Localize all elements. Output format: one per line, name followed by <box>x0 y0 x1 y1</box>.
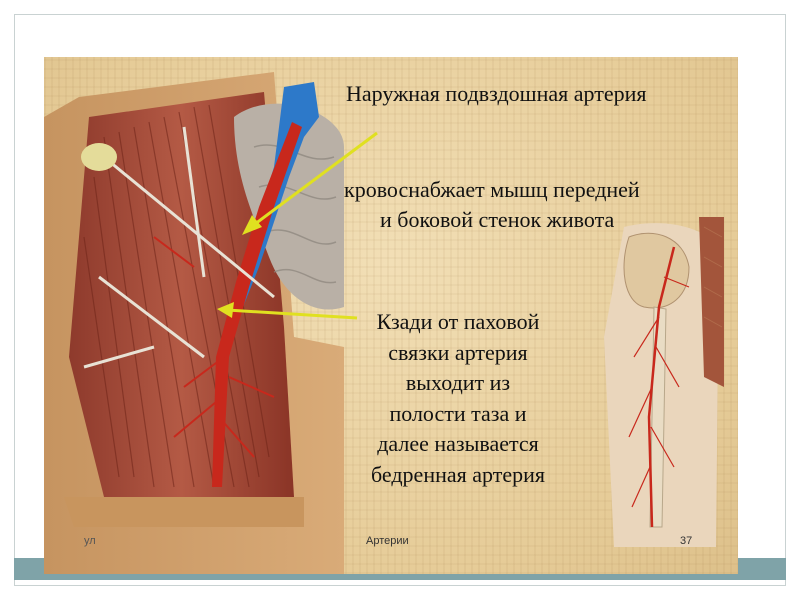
lower-line-3: выходит из <box>405 370 511 395</box>
arrow-to-artery-lower <box>217 302 358 320</box>
lower-line-1: Кзади от паховой <box>376 309 540 334</box>
lower-line-6: бедренная артерия <box>370 461 545 487</box>
footer-section-label: Артерии <box>366 535 409 547</box>
arrow-to-artery-upper <box>242 131 378 235</box>
leg-artery-illustration <box>604 217 724 547</box>
lower-line-5: далее называется <box>377 431 539 456</box>
slide: Наружная подвздошная артерия кровоснабжа… <box>44 57 738 574</box>
pelvis-anatomy-illustration <box>44 72 344 574</box>
slide-title: Наружная подвздошная артерия <box>346 81 647 106</box>
description-line-2: и боковой стенок живота <box>380 207 615 232</box>
description-text: кровоснабжает мышц передней и боковой ст… <box>344 175 640 235</box>
lower-line-2: связки артерия <box>388 339 528 365</box>
lower-text-block: Кзади от паховой связки артерия выходит … <box>344 307 572 490</box>
footer-left-text: ул <box>84 535 96 547</box>
lower-line-4: полости таза и <box>389 400 527 426</box>
page-number: 37 <box>680 535 693 547</box>
description-line-1: кровоснабжает мышц передней <box>344 177 640 202</box>
